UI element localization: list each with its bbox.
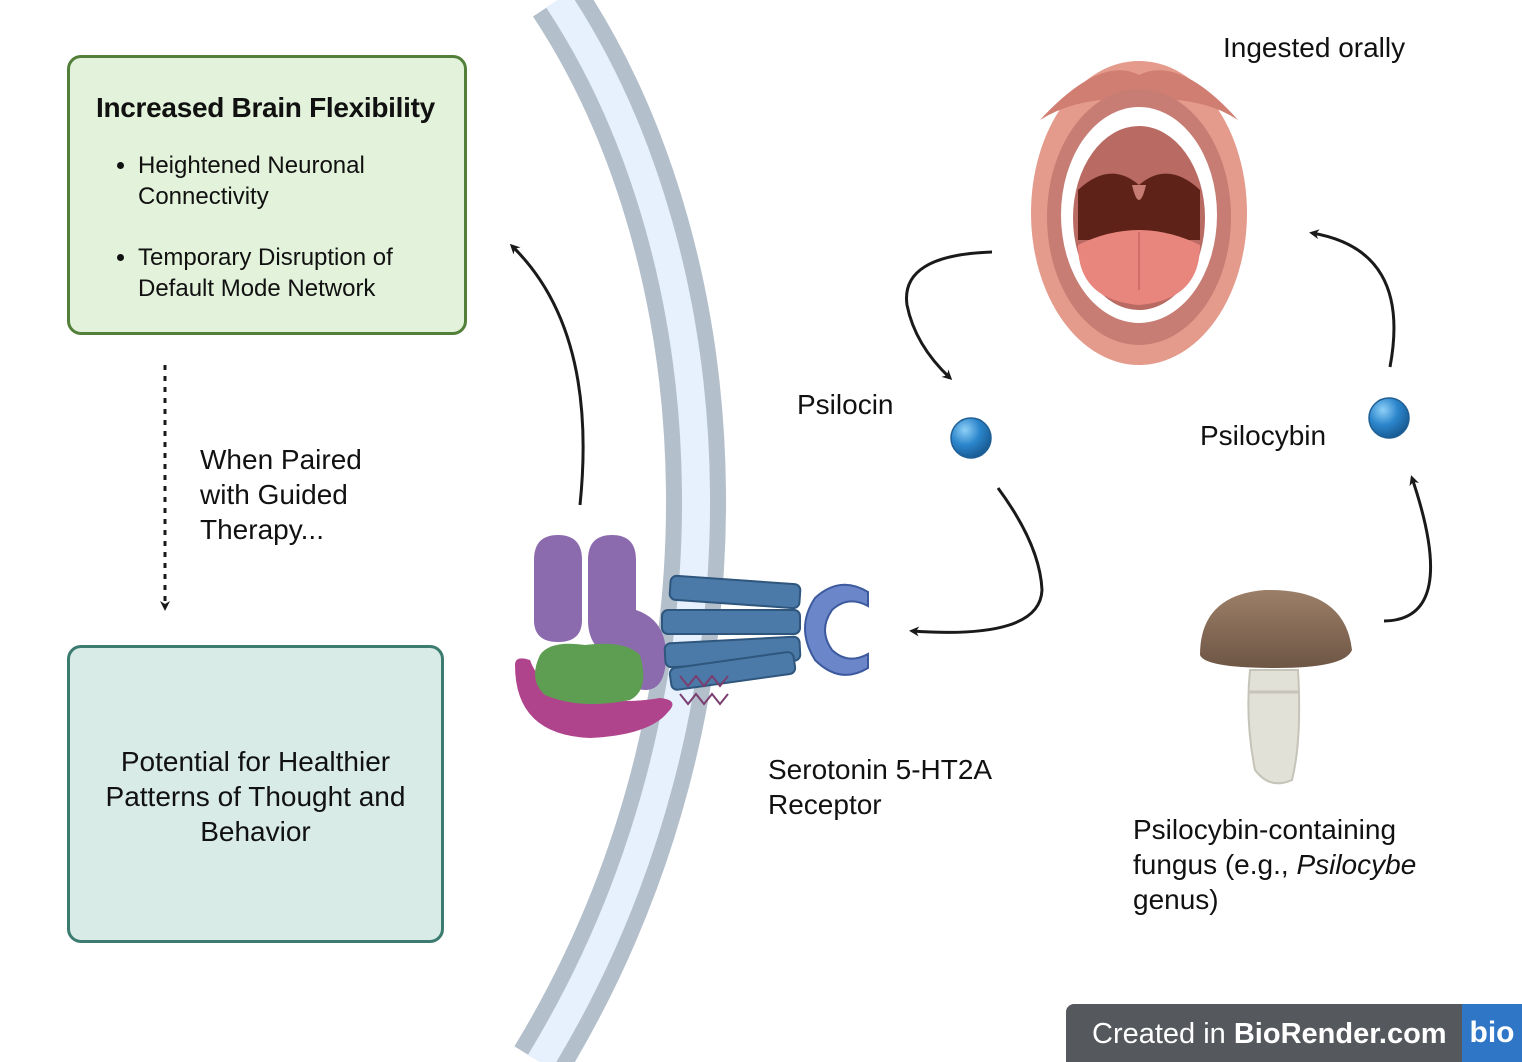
guided-therapy-label: When Paired with Guided Therapy... <box>200 444 362 545</box>
fungus-label-prefix: Psilocybin-containing fungus (e.g., <box>1133 814 1397 880</box>
badge-brand: BioRender.com <box>1233 1018 1447 1050</box>
flow-arrows <box>160 229 1433 637</box>
badge-text: Created in BioRender.com <box>1092 1018 1447 1051</box>
receptor-complex-icon <box>515 535 869 738</box>
fungus-label-genus: Psilocybe <box>1296 849 1417 880</box>
arrow-psilocin-to-receptor <box>909 487 1044 637</box>
mouth-icon <box>1031 61 1247 365</box>
mushroom-icon <box>1200 589 1352 785</box>
psilocybin-molecule <box>1368 397 1410 439</box>
brain-flexibility-list: Heightened Neuronal Connectivity Tempora… <box>112 150 448 334</box>
fungus-label: Psilocybin-containing fungus (e.g., Psil… <box>1133 812 1453 917</box>
psilocin-molecule <box>950 417 992 459</box>
psilocin-label: Psilocin <box>797 389 894 420</box>
biorender-badge[interactable]: Created in BioRender.com bio <box>1066 1004 1522 1062</box>
badge-prefix: Created in <box>1092 1018 1234 1050</box>
ingested-orally-label: Ingested orally <box>1223 32 1406 63</box>
receptor-label: Serotonin 5-HT2A Receptor <box>768 754 991 820</box>
arrow-psilocybin-to-mouth <box>1309 229 1396 368</box>
arrow-receptor-to-flexibility <box>509 243 585 506</box>
bullet-default-mode-network: Temporary Disruption of Default Mode Net… <box>138 242 448 304</box>
psilocybin-label: Psilocybin <box>1200 420 1327 451</box>
fungus-label-suffix: genus) <box>1133 884 1219 915</box>
arrow-mouth-to-psilocin <box>905 250 993 381</box>
healthier-patterns-text: Potential for Healthier Patterns of Thou… <box>105 746 406 847</box>
biorender-logo-icon: bio <box>1462 1004 1522 1062</box>
cell-membrane <box>514 0 727 1062</box>
healthier-patterns-box: Potential for Healthier Patterns of Thou… <box>67 645 444 943</box>
brain-flexibility-box: Increased Brain Flexibility Heightened N… <box>67 55 467 335</box>
bullet-neuronal-connectivity: Heightened Neuronal Connectivity <box>138 150 448 212</box>
brain-flexibility-title: Increased Brain Flexibility <box>96 92 435 123</box>
arrow-mushroom-to-psilocybin <box>1383 475 1433 623</box>
